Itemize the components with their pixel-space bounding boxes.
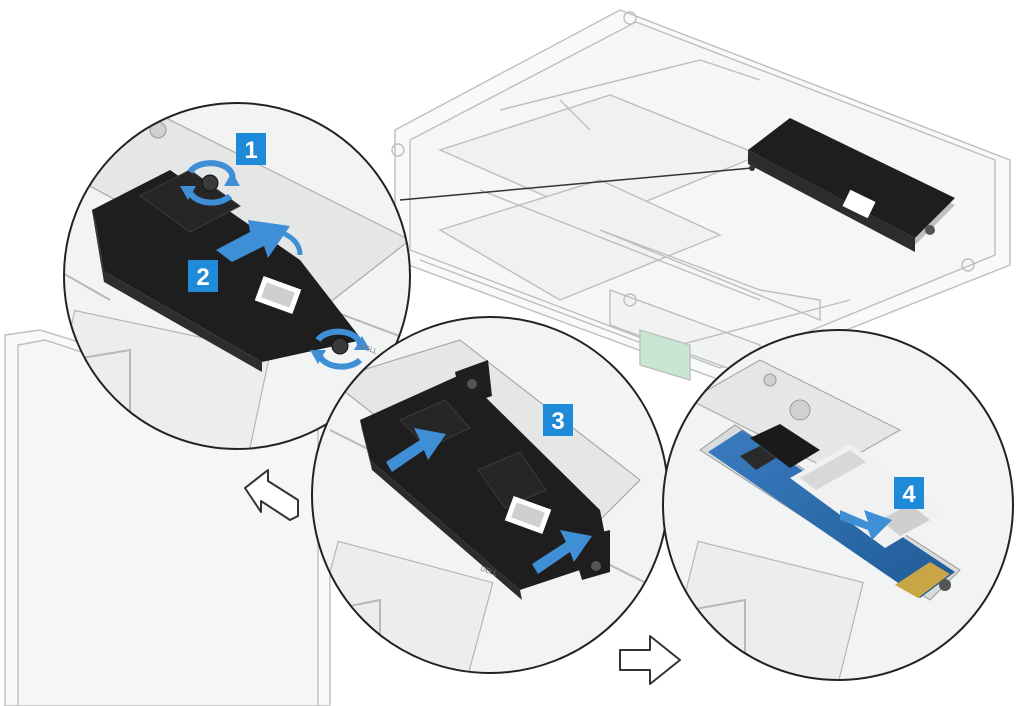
screw-2 (331, 337, 349, 355)
touchpad-area (599, 229, 821, 322)
bracket-screw (925, 225, 935, 235)
bracket-edge (748, 150, 915, 252)
ssd-bracket-installed (748, 118, 955, 252)
leader-line-dot (749, 165, 755, 171)
screw-hole (623, 293, 637, 307)
lift-arrow-2 (532, 530, 592, 574)
screw-hole (391, 143, 405, 157)
cable (479, 189, 761, 301)
screw-bottom (591, 561, 601, 571)
screw-top (467, 379, 477, 389)
step-badge-3: 3 (543, 404, 573, 436)
step-badge-1: 1 (236, 133, 266, 165)
screw-1 (201, 174, 219, 192)
flow-arrow-1 (244, 469, 299, 521)
screw-hole (961, 258, 975, 272)
flow-arrow-2 (619, 635, 681, 685)
cable (499, 59, 761, 111)
step-badge-4: 4 (894, 477, 924, 509)
battery-area-2 (438, 179, 722, 301)
trim-line (559, 99, 591, 131)
leader-line (399, 167, 753, 201)
ribbon-cable (639, 329, 691, 381)
detail-circle-4 (662, 329, 1014, 681)
bracket-edge (92, 210, 106, 282)
step-badge-2: 2 (188, 260, 218, 292)
slide-arrow-ssd (840, 510, 892, 540)
bracket-label (842, 189, 876, 219)
detail-circle-3 (311, 316, 669, 674)
slide-arrow (216, 220, 303, 262)
step-number-2: 2 (196, 264, 209, 291)
bracket-body (748, 118, 955, 238)
bracket-body (92, 170, 362, 362)
ssd-screw (939, 579, 951, 591)
step-number-1: 1 (244, 137, 257, 164)
lift-arrow-1 (386, 428, 446, 472)
ssd-card (708, 424, 955, 598)
step-number-4: 4 (902, 481, 916, 508)
step-number-3: 3 (551, 408, 564, 435)
rotate-arrow-2 (315, 328, 363, 370)
screw-hole (623, 11, 637, 25)
